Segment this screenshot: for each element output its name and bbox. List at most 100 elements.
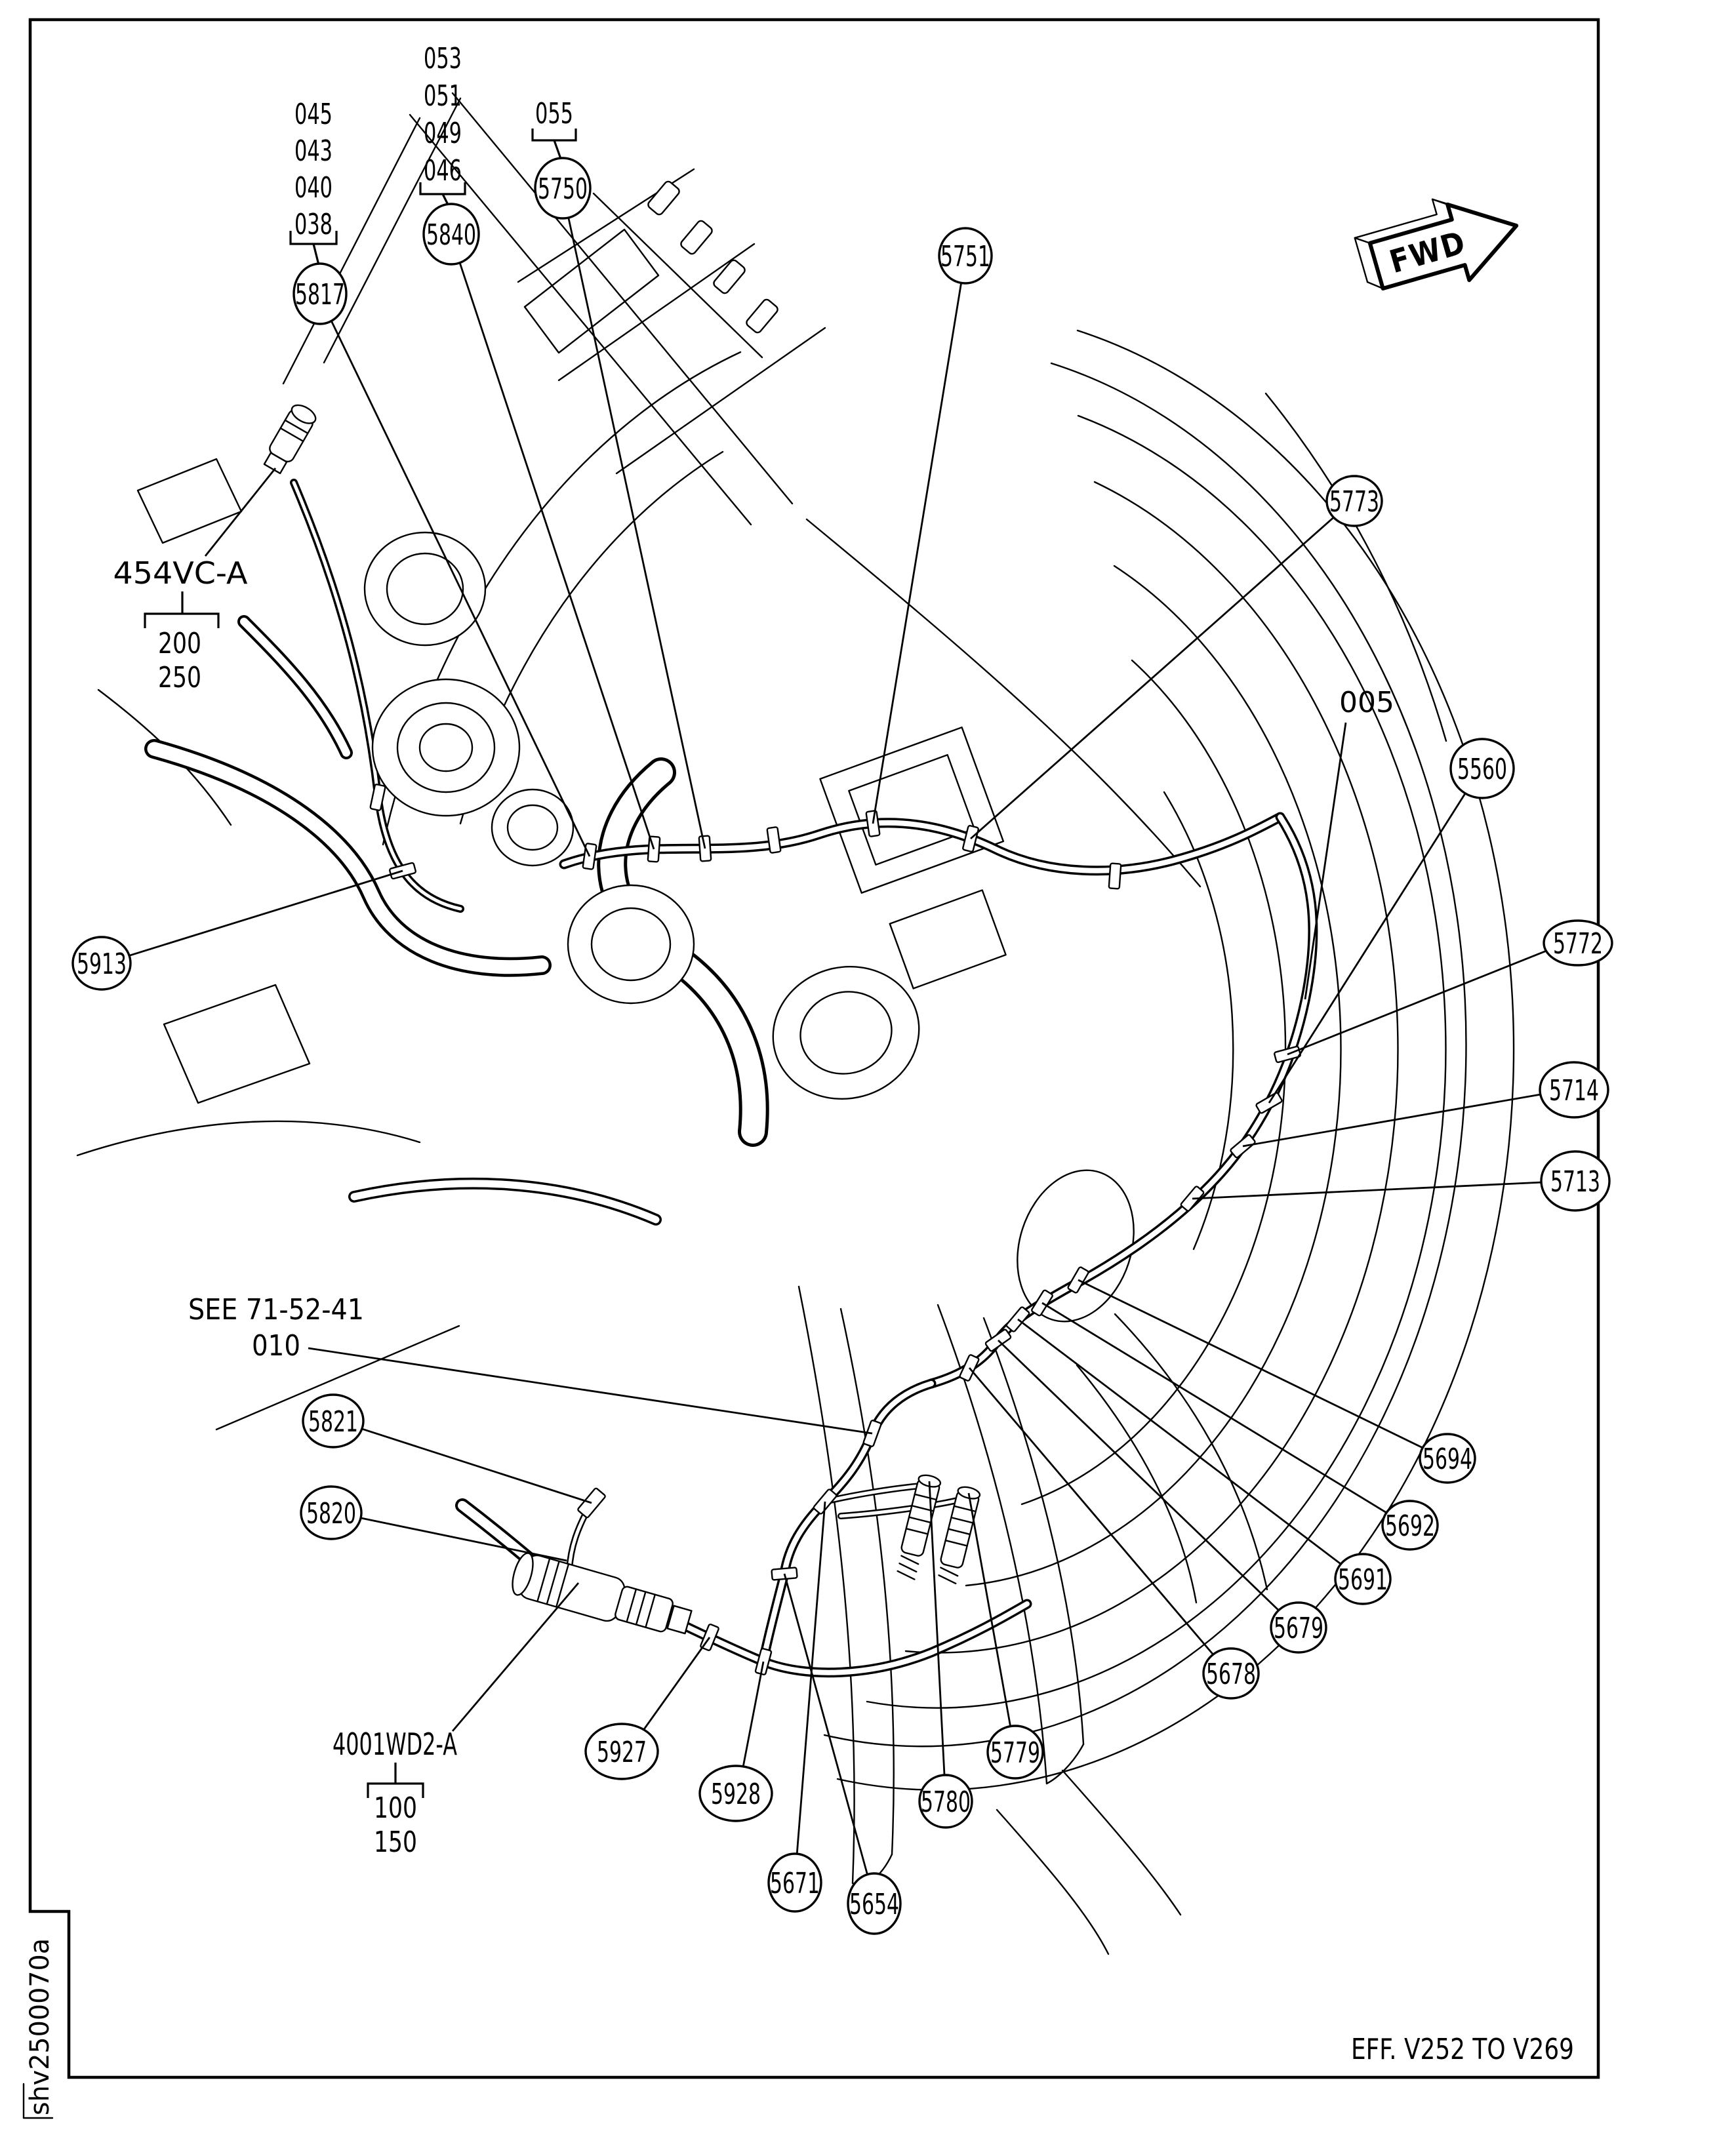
callout-circle-5751 (938, 227, 993, 285)
leader-5560 (1268, 793, 1466, 1104)
stem (441, 193, 449, 205)
callout-label-5780: 5780 (921, 1786, 971, 1819)
leader-5714 (1242, 1093, 1541, 1148)
callout-label-5773: 5773 (1329, 485, 1379, 519)
stack-5750: 055 (531, 97, 577, 159)
lead-coupling (615, 1586, 674, 1633)
leader-5694 (1078, 1279, 1423, 1449)
callout-label-5560: 5560 (1457, 753, 1507, 786)
callout-label-5751: 5751 (940, 240, 990, 273)
callout-5694: 5694 (1078, 1279, 1476, 1484)
callout-5713: 5713 (1192, 1150, 1611, 1212)
item-005: 005 (1304, 686, 1394, 1000)
callouts: 5817584057505751577355605772571457135694… (71, 157, 1613, 1935)
callout-5780: 5780 (918, 1481, 973, 1829)
see-reference-line-0: SEE 71-52-41 (188, 1293, 364, 1327)
callout-label-5840: 5840 (426, 218, 476, 252)
leader-see-reference (308, 1347, 873, 1435)
leader-5840 (458, 262, 655, 850)
callout-circle-5913 (71, 936, 132, 991)
callout-5820: 5820 (300, 1485, 567, 1562)
callout-circle-5692 (1381, 1500, 1439, 1551)
leader-5927 (643, 1637, 711, 1730)
callout-circle-5820 (300, 1485, 363, 1540)
leader-5820 (360, 1517, 567, 1562)
callout-5678: 5678 (968, 1367, 1260, 1700)
callout-5821: 5821 (302, 1393, 592, 1504)
callout-circle-5679 (1270, 1601, 1327, 1654)
leader-4001WD2-A (451, 1582, 580, 1732)
callout-5773: 5773 (970, 475, 1383, 840)
stack-item-049: 049 (424, 117, 462, 150)
callout-circle-5691 (1334, 1553, 1392, 1605)
callout-label-5654: 5654 (849, 1888, 899, 1921)
fwd-arrow: FWD (1354, 198, 1519, 290)
callout-circle-5671 (767, 1852, 822, 1913)
callout-label-5679: 5679 (1274, 1612, 1323, 1645)
callout-label-5779: 5779 (990, 1736, 1040, 1770)
callout-5691: 5691 (1017, 1318, 1392, 1605)
stem (312, 243, 320, 266)
callout-label-5772: 5772 (1553, 927, 1603, 961)
callout-5751: 5751 (872, 227, 993, 824)
leader-5679 (998, 1339, 1280, 1611)
callout-circle-5714 (1539, 1061, 1609, 1119)
callout-5750: 5750 (534, 157, 706, 849)
callout-circle-5772 (1543, 919, 1613, 967)
callout-label-5928: 5928 (711, 1778, 761, 1811)
group-item-150: 150 (374, 1826, 417, 1859)
stack-item-045: 045 (294, 98, 333, 131)
callout-label-5821: 5821 (308, 1405, 358, 1439)
callout-circle-5694 (1419, 1433, 1476, 1484)
group-item-100: 100 (374, 1791, 417, 1825)
callout-circle-5928 (698, 1765, 773, 1822)
group-item-250: 250 (158, 661, 201, 694)
callout-circle-5750 (534, 157, 592, 220)
stack-item-043: 043 (294, 134, 333, 168)
item-005-line-0: 005 (1339, 686, 1394, 719)
leader-5713 (1192, 1181, 1542, 1200)
leader-5654 (783, 1573, 868, 1875)
callout-5840: 5840 (422, 203, 655, 850)
leader-5751 (872, 283, 962, 824)
callout-label-5694: 5694 (1423, 1443, 1472, 1476)
leader-5780 (928, 1481, 946, 1776)
callout-5913: 5913 (71, 869, 403, 991)
leader-5691 (1017, 1318, 1342, 1565)
callout-circle-5780 (918, 1774, 973, 1829)
callout-label-5714: 5714 (1549, 1074, 1599, 1108)
stack-item-055: 055 (535, 97, 573, 130)
leader-5913 (129, 869, 403, 957)
group-item-200: 200 (158, 627, 201, 660)
callout-circle-5779 (986, 1725, 1044, 1780)
see-reference-line-1: 010 (252, 1329, 300, 1363)
stack-item-053: 053 (424, 42, 462, 75)
callout-5560: 5560 (1268, 738, 1515, 1104)
callout-label-5750: 5750 (538, 172, 588, 206)
callout-5692: 5692 (1041, 1302, 1439, 1551)
callout-circle-5654 (847, 1872, 902, 1935)
callout-label-5820: 5820 (306, 1497, 356, 1530)
callout-5927: 5927 (584, 1637, 711, 1780)
callout-circle-5773 (1325, 475, 1383, 527)
callout-label-5913: 5913 (77, 948, 127, 981)
callout-circle-5678 (1202, 1647, 1260, 1700)
callout-5779: 5779 (967, 1492, 1044, 1780)
igniter-plug-right (938, 1486, 981, 1585)
callout-circle-5821 (302, 1393, 365, 1448)
leader-5817 (331, 320, 591, 857)
leader-5692 (1041, 1302, 1387, 1514)
leader-5779 (967, 1492, 1011, 1727)
callout-label-5671: 5671 (770, 1867, 820, 1900)
leader-454VC-A (204, 468, 277, 557)
callout-5928: 5928 (698, 1661, 773, 1822)
leader-5928 (742, 1661, 765, 1767)
callout-5671: 5671 (767, 1501, 826, 1913)
